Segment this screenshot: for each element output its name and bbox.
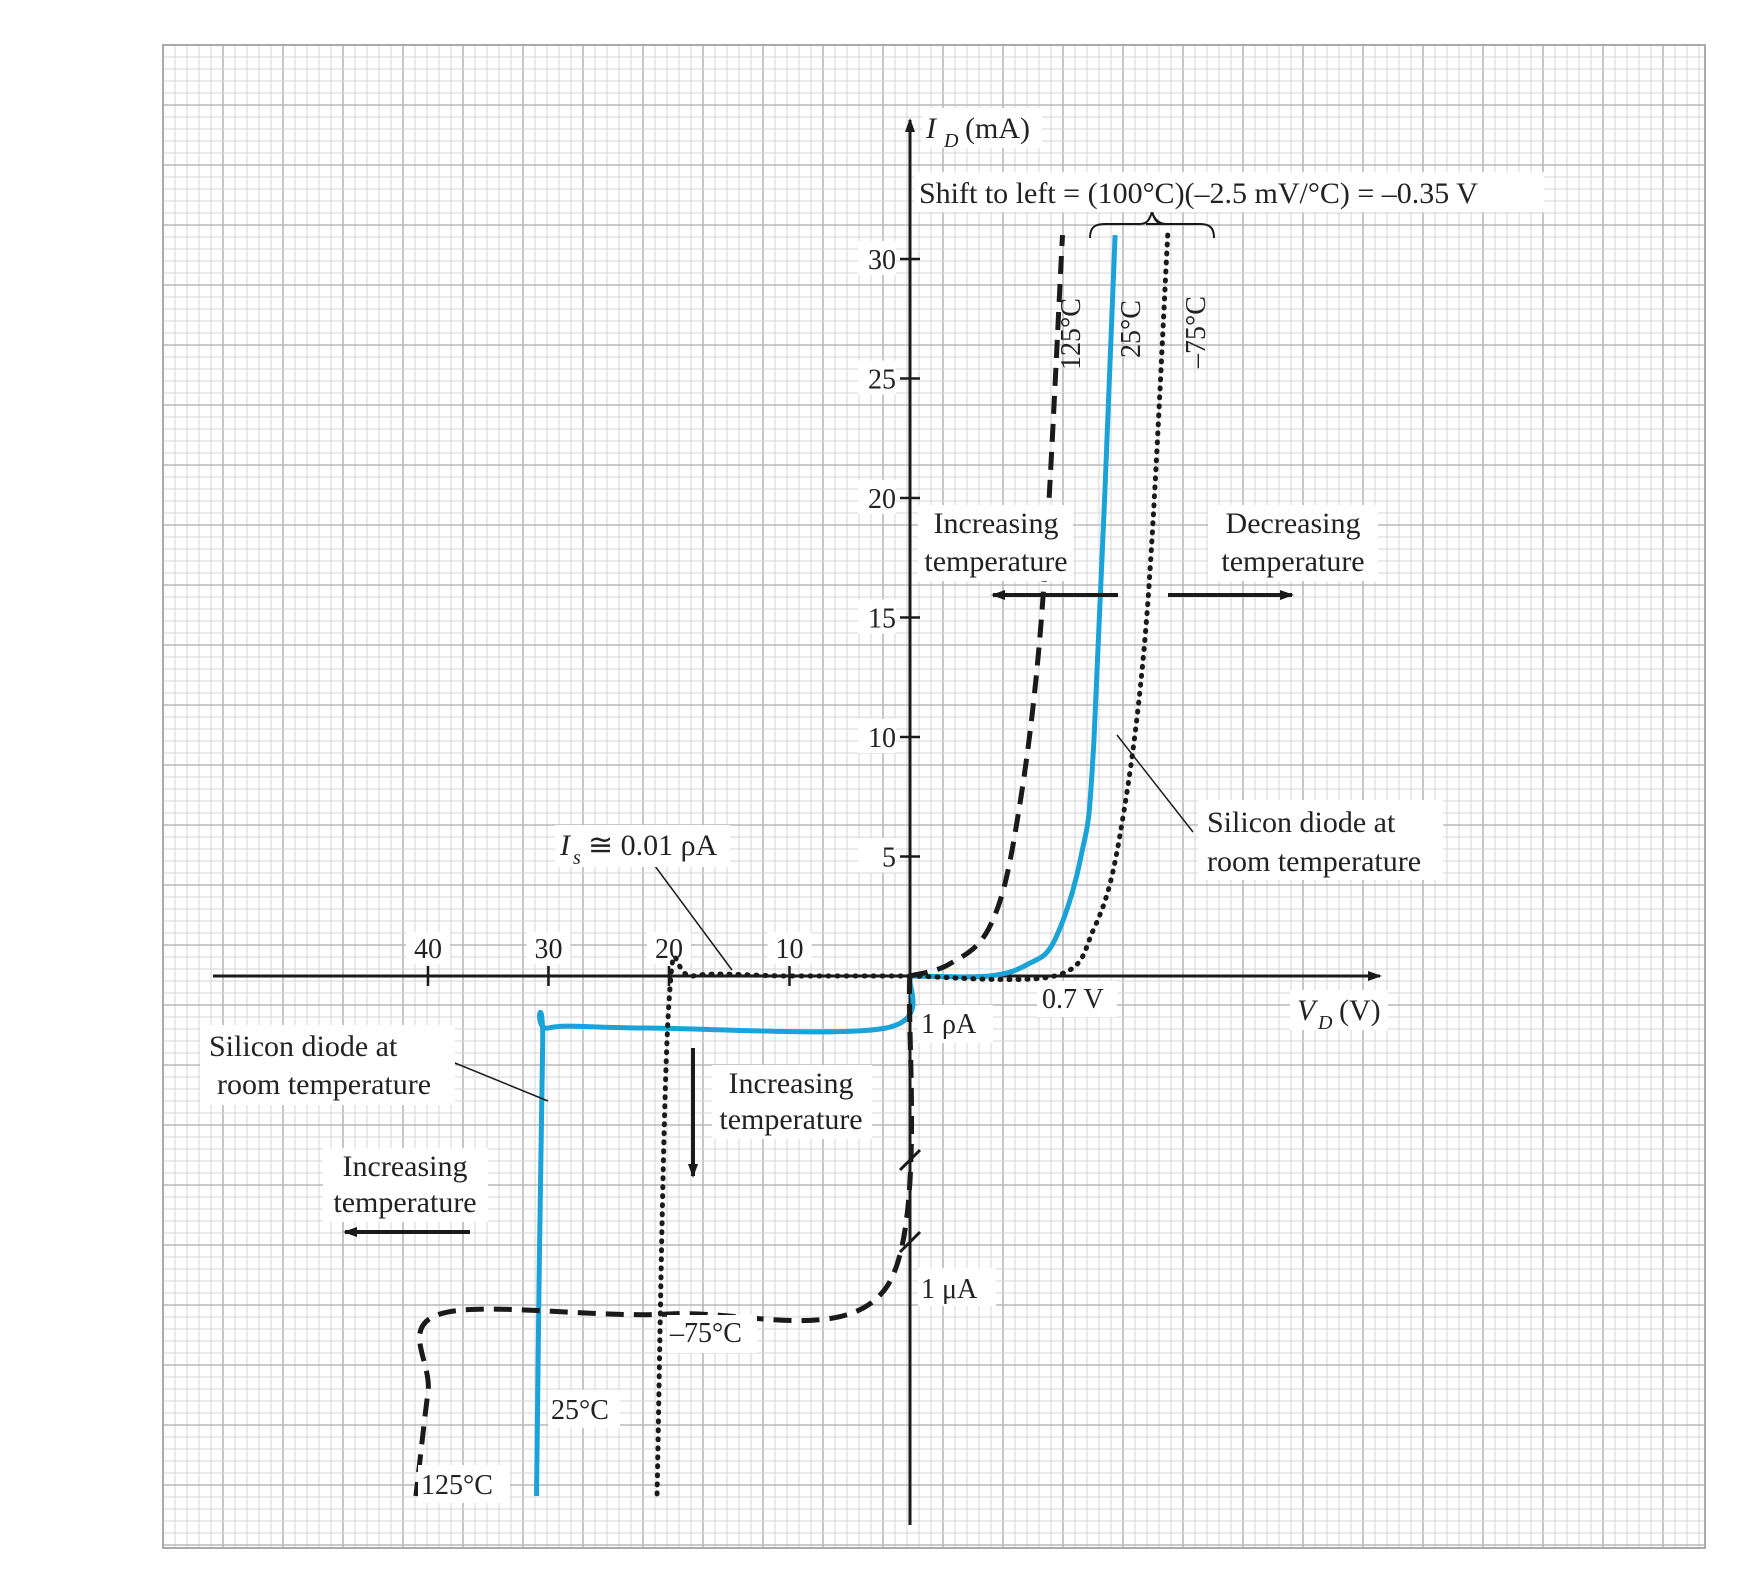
temperature-arrows [343,590,1294,1237]
y-axis-label: I D (mA) [922,108,1042,152]
series-m75c-forward [907,232,1171,983]
series-25c-reverse [534,974,916,1497]
label-is-symbol: I [559,829,572,862]
y-tick-label-bg [858,360,896,395]
curve-label-25c: 25°C [1116,300,1147,358]
series-25c-forward [909,234,1118,980]
shift-annotation: Shift to left = (100°C)(–2.5 mV/°C) = –0… [919,177,1478,210]
y-tick-label: 20 [868,484,896,515]
series-m75c-reverse [654,954,913,1499]
label-silicon-fwd-1: Silicon diode at [1207,806,1396,839]
label-silicon-rev-1: Silicon diode at [209,1030,398,1063]
y-tick-label: 25 [868,365,896,396]
label-increasing-temp-left-1: Increasing [343,1150,468,1183]
y-tick-label: 5 [882,843,896,874]
series-125c-forward [909,234,1065,979]
y-tick-label-bg [858,241,896,275]
x-tick-label: 40 [414,934,442,965]
x-tick-label-bg [406,932,450,964]
y-tick-label: 30 [868,245,896,276]
annotations: Shift to left = (100°C)(–2.5 mV/°C) = –0… [200,172,1544,1503]
x-axis-label-subscript: D [1317,1012,1333,1034]
diode-curves [413,232,1171,1499]
y-tick-label: 10 [868,723,896,754]
label-increasing-temp-fwd-1: Increasing [934,507,1059,540]
series-125c-reverse [413,975,915,1497]
label-increasing-temp-left-2: temperature [333,1186,476,1219]
label-reverse-25c: 25°C [551,1395,609,1426]
x-axis-label-symbol: V [1297,994,1319,1027]
y-tick-label-bg [858,838,896,873]
label-reverse-m75c: –75°C [669,1318,742,1349]
label-increasing-temp-rev-2: temperature [719,1103,862,1136]
label-decreasing-temp-1: Decreasing [1226,507,1361,540]
axis-break [898,1148,922,1254]
x-tick-label: 20 [655,934,683,965]
grid-border [162,44,1706,1549]
label-is-value: ≅ 0.01 ρA [588,829,718,862]
label-reverse-125c: 125°C [421,1470,493,1501]
label-silicon-rev-2: room temperature [217,1068,431,1101]
x-axis-label: V D (V) [1290,990,1388,1034]
x-tick-label-bg [526,932,571,964]
y-tick-label-bg [858,719,896,753]
y-tick-label-bg [858,599,896,634]
curve-label-125c: 125°C [1056,298,1087,370]
label-silicon-fwd-2: room temperature [1207,845,1421,878]
x-tick-label: 30 [535,934,563,965]
label-0-7v: 0.7 V [1042,984,1104,1015]
y-axis-label-subscript: D [943,130,959,152]
x-tick-label-bg [767,932,812,964]
label-1ua: 1 μA [921,1274,978,1305]
y-axis-label-symbol: I [925,112,938,145]
label-is-subscript: s [573,847,581,869]
label-decreasing-temp-2: temperature [1221,545,1364,578]
shift-brace [1089,208,1215,239]
label-increasing-temp-rev-1: Increasing [729,1067,854,1100]
x-axis-label-unit: (V) [1339,994,1381,1027]
y-tick-label-bg [858,480,896,514]
x-tick-label: 10 [776,934,804,965]
axis-ticks: 30 25 20 15 10 5 40 30 20 10 [406,241,920,986]
x-tick-label-bg [647,932,691,964]
y-axis-label-unit: (mA) [965,112,1030,145]
label-1pa: 1 ρA [921,1009,977,1040]
y-tick-label: 15 [868,604,896,635]
graph-paper-grid [162,44,1706,1549]
label-increasing-temp-fwd-2: temperature [924,545,1067,578]
curve-label-m75c: –75°C [1181,296,1212,369]
